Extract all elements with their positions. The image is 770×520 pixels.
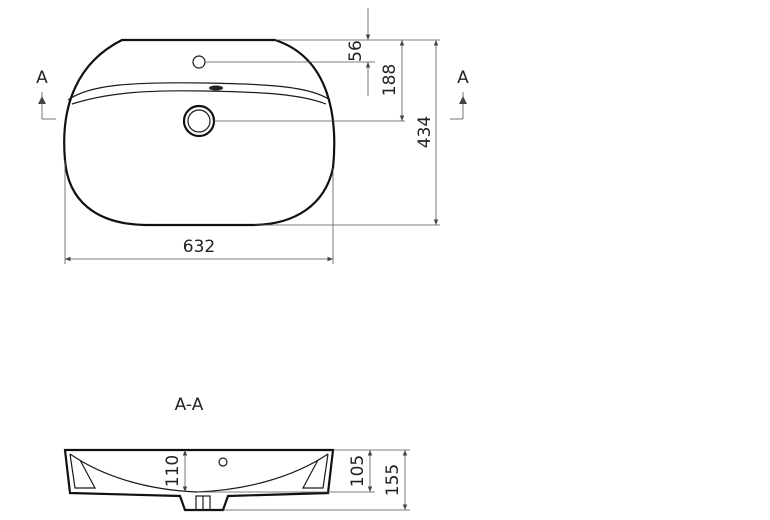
dim-110-label: 110 — [163, 455, 183, 487]
dim-105-label: 105 — [348, 455, 368, 487]
basin-rim — [67, 82, 331, 101]
section-wall-right — [301, 453, 329, 489]
overflow-slot — [209, 85, 223, 91]
section-marker-left: A — [36, 68, 56, 120]
dim-56-label: 56 — [346, 40, 366, 62]
basin-outline — [63, 38, 336, 227]
section-basin-curve — [69, 453, 329, 493]
dim-188-label: 188 — [380, 64, 400, 96]
section-view: A-A 110 105 155 — [63, 395, 410, 512]
tap-hole — [192, 55, 206, 69]
top-view: 56 188 434 632 A A — [36, 8, 469, 264]
dim-434-label: 434 — [415, 116, 435, 148]
section-marker-right: A — [450, 68, 469, 120]
dim-632-label: 632 — [183, 237, 215, 257]
svg-text:A: A — [457, 68, 469, 88]
section-wall-left — [69, 453, 97, 489]
svg-text:A: A — [36, 68, 48, 88]
section-title: A-A — [175, 395, 204, 415]
section-overflow — [218, 457, 228, 467]
dim-155-label: 155 — [383, 464, 403, 496]
drain-inner — [187, 109, 211, 133]
basin-rim-inner — [71, 90, 327, 105]
section-outer-profile — [63, 448, 335, 512]
